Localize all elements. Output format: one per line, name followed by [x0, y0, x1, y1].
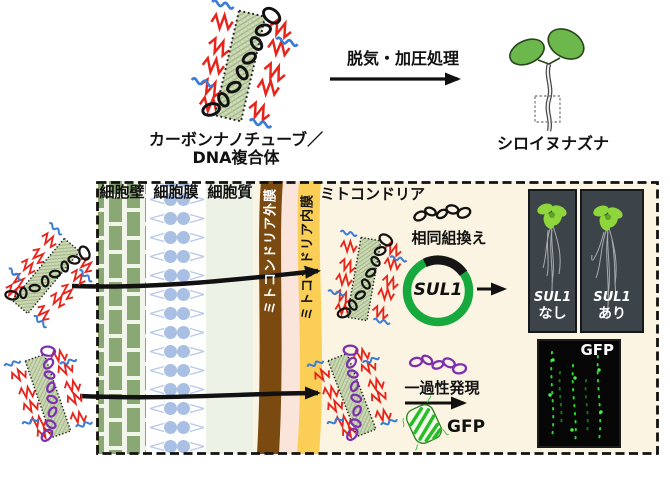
root-region-box — [534, 95, 561, 123]
cell-membrane-band — [147, 183, 206, 454]
photo-caption-left: SUL1 なし — [529, 290, 576, 322]
mitochondria-label: ミトコンドリア — [320, 185, 426, 203]
gfp-photo-label: GFP — [580, 341, 614, 359]
gfp-protein-label: GFP — [447, 417, 486, 437]
mito-inner-membrane-band — [297, 181, 323, 454]
photo-caption-right: SUL1 あり — [581, 290, 643, 322]
cnt-complex-purple-outside — [1, 337, 99, 448]
plant-label: シロイヌナズナ — [496, 134, 609, 153]
homologous-recombination-label: 相同組換え — [411, 229, 487, 247]
delivery-arrow-top — [71, 265, 321, 289]
photo-sul1-present — [580, 189, 644, 333]
photo-gfp-fluorescence — [537, 339, 621, 448]
plasmid-gene-label: SUL1 — [413, 280, 463, 300]
photo-right-condition: あり — [598, 305, 626, 322]
cytoplasm-label: 細胞質 — [207, 183, 253, 201]
cnt-complex-black-outside — [0, 217, 107, 334]
plasmid-icon — [402, 255, 474, 327]
photo-sul1-none — [528, 189, 577, 333]
delivery-arrow-bottom — [79, 386, 321, 400]
gfp-protein-icon — [402, 395, 449, 451]
complex-label-line2: DNA複合体 — [192, 148, 280, 167]
treatment-label: 脱気・加圧処理 — [346, 49, 459, 68]
photo-left-gene: SUL1 — [533, 290, 572, 305]
complex-label-line1: カーボンナノチューブ／ — [148, 130, 324, 149]
mito-outer-membrane-label: ミトコンドリア外膜 — [263, 187, 279, 315]
transient-expression-label: 一過性発現 — [404, 379, 480, 397]
main-box-border — [96, 181, 659, 455]
photo-right-gene: SUL1 — [593, 290, 631, 305]
cnt-dna-complex-icon — [184, 0, 304, 134]
seedling-icon — [509, 28, 585, 132]
cell-membrane-label: 細胞膜 — [153, 183, 199, 201]
cell-wall-band — [98, 181, 146, 454]
mito-inner-membrane-label: ミトコンドリア内膜 — [300, 193, 316, 321]
cell-wall-label: 細胞壁 — [99, 183, 145, 201]
photo-left-condition: なし — [538, 305, 567, 322]
mito-outer-membrane-band — [257, 181, 283, 454]
